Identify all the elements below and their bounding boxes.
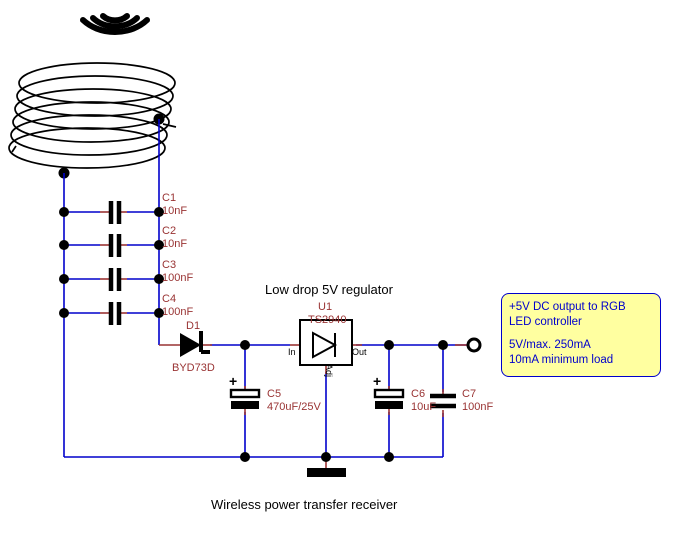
- label-c5-polarity: +: [229, 373, 238, 389]
- label-u1-value: TS2940: [308, 314, 347, 326]
- label-c4-ref: C4: [162, 293, 177, 305]
- regulator-pin-adj: Adj: [324, 364, 334, 378]
- note-line-4: 10mA minimum load: [509, 354, 614, 367]
- wireless-waves-icon: [80, 13, 150, 35]
- label-c6-value: 10uF: [411, 401, 437, 413]
- note-spacer: [509, 329, 653, 338]
- label-c5-ref: C5: [267, 388, 282, 400]
- receiver-coil-icon: [8, 62, 177, 169]
- note-line-3: 5V/max. 250mA: [509, 339, 591, 352]
- pin-leads: [100, 211, 468, 470]
- label-c2-value: 10nF: [162, 238, 188, 250]
- capacitor-c5: [229, 388, 261, 409]
- label-c6-polarity: +: [373, 373, 382, 389]
- regulator-u1-body: [299, 319, 353, 366]
- label-c7-value: 100nF: [462, 401, 494, 413]
- label-c3-ref: C3: [162, 259, 177, 271]
- regulator-title: Low drop 5V regulator: [265, 282, 393, 297]
- output-note-box: +5V DC output to RGB LED controller 5V/m…: [501, 293, 661, 377]
- label-c1-ref: C1: [162, 192, 177, 204]
- label-u1-ref: U1: [318, 301, 333, 313]
- capacitor-c7: [430, 393, 456, 409]
- note-line-2: LED controller: [509, 315, 582, 328]
- label-c5-value: 470uF/25V: [267, 401, 321, 413]
- capacitor-c3: [108, 268, 122, 291]
- ground-symbol-icon: [307, 468, 346, 477]
- output-terminal-icon: [466, 337, 482, 353]
- label-d1-ref: D1: [186, 320, 201, 332]
- junction-dots: [59, 207, 448, 462]
- regulator-pin-in: In: [288, 347, 296, 357]
- label-c1-value: 10nF: [162, 205, 188, 217]
- capacitor-c1: [108, 201, 122, 224]
- label-c4-value: 100nF: [162, 306, 194, 318]
- label-c2-ref: C2: [162, 225, 177, 237]
- label-c7-ref: C7: [462, 388, 477, 400]
- capacitor-c4: [108, 302, 122, 325]
- capacitor-c2: [108, 234, 122, 257]
- capacitor-c6: [373, 388, 405, 409]
- diode-d1: [180, 331, 210, 357]
- diagram-caption: Wireless power transfer receiver: [211, 497, 398, 512]
- regulator-pin-out: Out: [352, 347, 367, 357]
- label-d1-value: BYD73D: [172, 362, 215, 374]
- label-c3-value: 100nF: [162, 272, 194, 284]
- label-c6-ref: C6: [411, 388, 426, 400]
- note-line-1: +5V DC output to RGB: [509, 301, 626, 313]
